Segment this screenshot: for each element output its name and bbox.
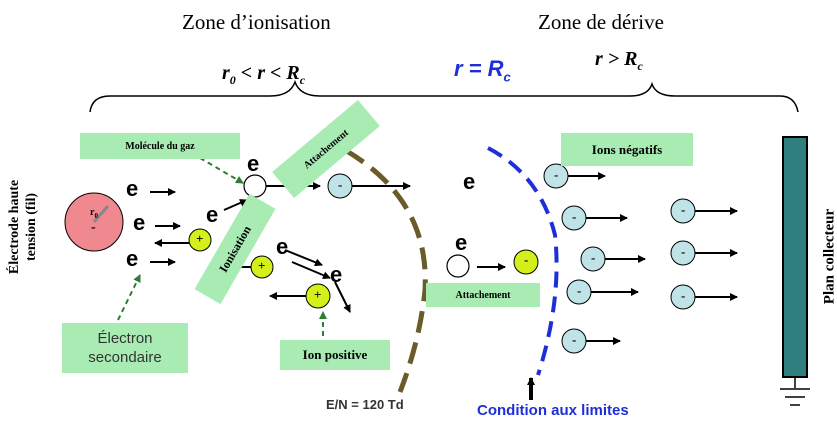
zone-ionisation-title: Zone d’ionisation: [182, 10, 331, 34]
label-molecule-gaz: Molécule du gaz: [80, 133, 240, 159]
label-electron-secondaire: Électron secondaire: [62, 323, 188, 373]
neg-sign-d5: -: [572, 332, 577, 347]
label-attachement-mid: Attachement: [426, 283, 540, 307]
electron-3: e: [126, 246, 139, 271]
en-value: E/N = 120 Td: [326, 397, 404, 412]
electron-7: e: [330, 262, 343, 287]
electron-secondaire-pointer: [117, 274, 141, 321]
label-ion-positive: Ion positive: [280, 340, 390, 370]
molecule-pointer: [199, 157, 244, 184]
boundary-condition: r = Rc: [454, 56, 511, 85]
cascade-arrow-4: [223, 199, 248, 211]
pos-sign-3: +: [314, 287, 322, 302]
attached-ion: [513, 249, 539, 275]
electron-1: e: [126, 176, 139, 201]
electron-8: e: [463, 169, 476, 194]
electrode-r0: r0: [90, 207, 98, 220]
neg-sign-d1: -: [554, 167, 559, 182]
ionisation-boundary-arc: [343, 147, 428, 393]
electron-2: e: [133, 210, 146, 235]
neg-sign-d6: -: [681, 202, 686, 217]
drift-condition: r > Rc: [595, 48, 643, 73]
neg-sign-1: -: [338, 177, 343, 192]
electron-5: e: [247, 151, 260, 176]
label-ions-negatifs: Ions négatifs: [561, 133, 693, 166]
electrode-minus: -: [91, 220, 96, 235]
cascade-arrow-2: [291, 261, 331, 279]
gas-molecule: [243, 174, 267, 198]
neg-sign-d7: -: [681, 244, 686, 259]
ionisation-condition: r0 < r < Rc: [222, 62, 306, 87]
electron-6: e: [276, 234, 289, 259]
attached-ion-sign: -: [524, 252, 529, 267]
collector-label: Plan collecteur: [821, 208, 837, 305]
positive-ion-1: [188, 228, 212, 252]
pos-sign-1: +: [196, 231, 204, 246]
condition-aux-limites: Condition aux limites: [477, 402, 629, 419]
cascade-arrow-1: [284, 249, 323, 267]
pos-sign-2: +: [258, 258, 266, 273]
collector-plate: [782, 136, 808, 378]
neg-sign-d3: -: [591, 250, 596, 265]
neg-sign-d4: -: [577, 283, 582, 298]
blue-boundary-arc: [487, 146, 559, 376]
zone-brace: [89, 79, 799, 113]
electrode-radius: [92, 205, 110, 223]
cascade-arrow-3: [334, 281, 351, 313]
neutral-molecule-2: [446, 254, 470, 278]
electrode-label: Électrode haute tension (fil): [7, 179, 39, 275]
electron-4: e: [206, 202, 219, 227]
neg-sign-d2: -: [572, 209, 577, 224]
zone-derive-title: Zone de dérive: [538, 10, 664, 34]
neg-sign-d8: -: [681, 288, 686, 303]
electron-9: e: [455, 230, 468, 255]
